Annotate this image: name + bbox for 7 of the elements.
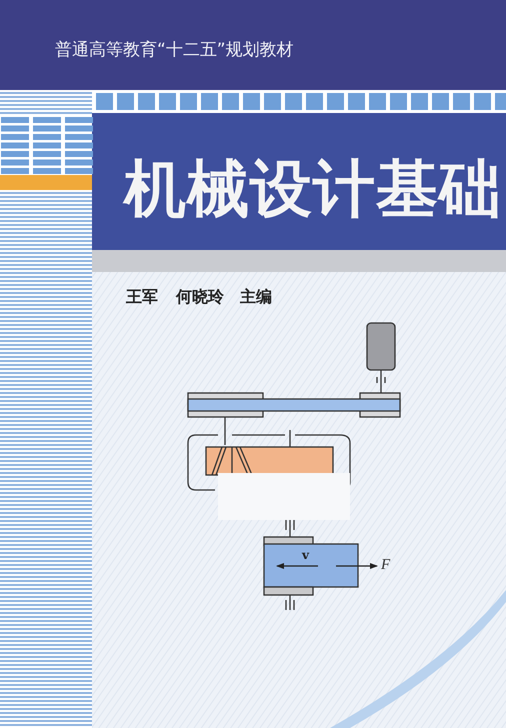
velocity-label: v bbox=[302, 549, 309, 561]
editor-role: 主编 bbox=[240, 289, 272, 305]
author-name: 王军 bbox=[126, 289, 158, 305]
author-name: 何晓玲 bbox=[176, 289, 224, 305]
series-name: 普通高等教育“十二五”规划教材 bbox=[55, 42, 294, 59]
book-title: 机械设计基础 bbox=[124, 158, 502, 220]
force-label: F bbox=[381, 558, 390, 573]
